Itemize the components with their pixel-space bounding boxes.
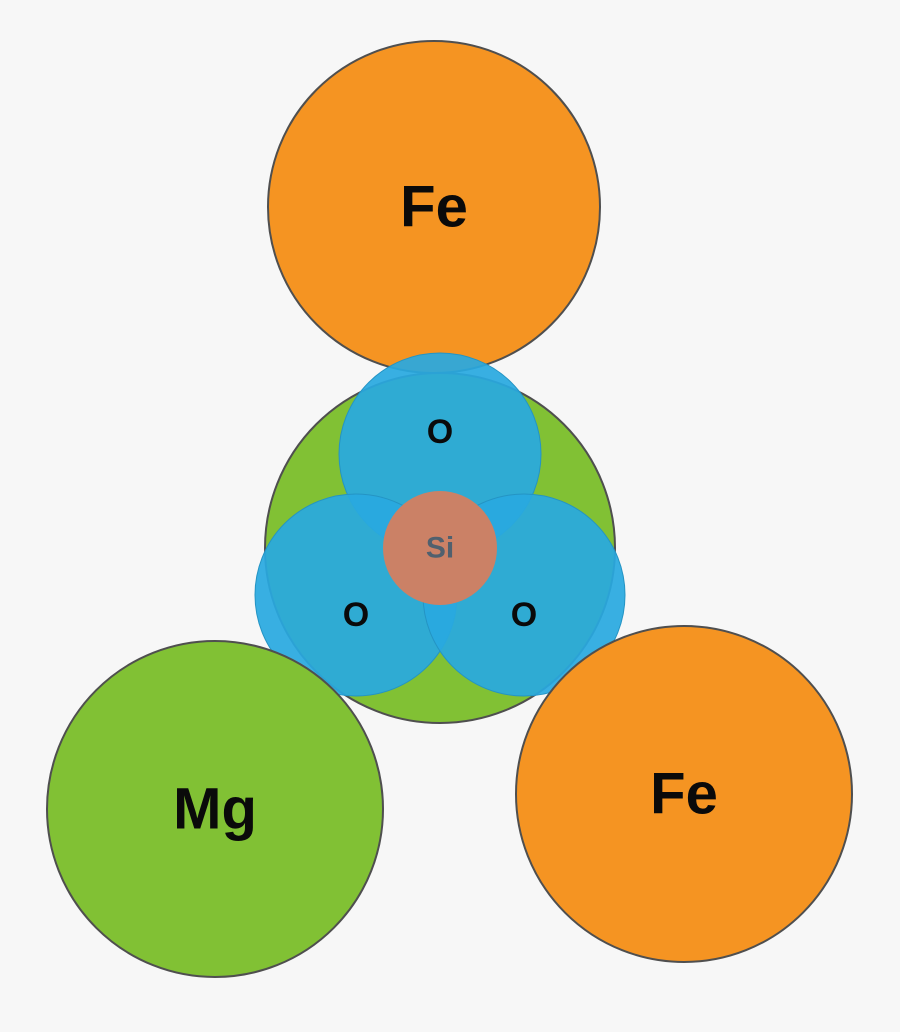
atom-fe-top[interactable]: Fe (267, 40, 601, 374)
atom-sphere-fe-top[interactable] (267, 40, 601, 374)
atom-sphere-fe-bottom-right[interactable] (515, 625, 853, 963)
atom-mg-bottom-left[interactable]: Mg (46, 640, 384, 978)
atom-sphere-mg-bottom-left[interactable] (46, 640, 384, 978)
atom-sphere-si-center[interactable] (383, 491, 497, 605)
atom-fe-bottom-right[interactable]: Fe (515, 625, 853, 963)
atom-si-center[interactable]: Si (383, 491, 497, 605)
